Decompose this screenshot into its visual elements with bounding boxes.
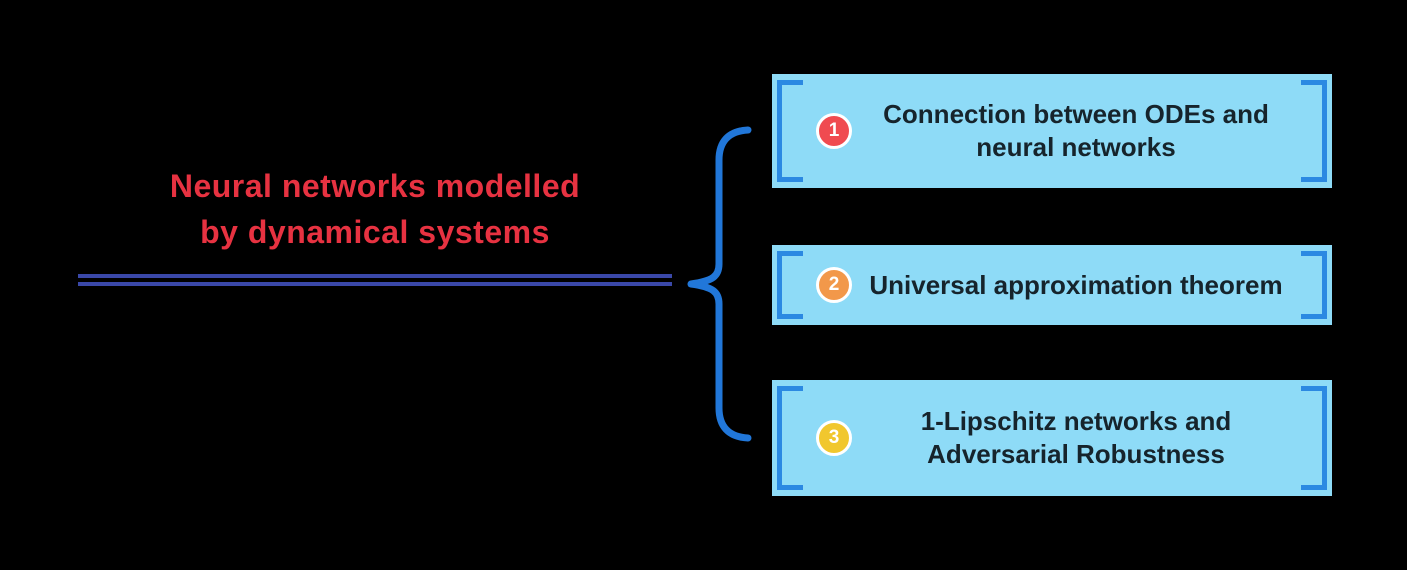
topic-text-3: 1-Lipschitz networks and Adversarial Rob… (921, 405, 1232, 471)
topic-text-2: Universal approximation theorem (869, 269, 1282, 302)
item-number-badge-3: 3 (816, 420, 852, 456)
page-title: Neural networks modelled by dynamical sy… (75, 163, 675, 255)
topic-text-1-line-1: Connection between ODEs and (883, 99, 1269, 129)
topic-text-3-line-1: 1-Lipschitz networks and (920, 406, 1232, 436)
left-bracket (777, 251, 803, 319)
topic-box-lipschitz-robustness: 3 1-Lipschitz networks and Adversarial R… (772, 380, 1332, 496)
curly-brace-icon (687, 126, 752, 442)
topic-text-1: Connection between ODEs and neural netwo… (883, 98, 1269, 164)
item-number-badge-1: 1 (816, 113, 852, 149)
left-bracket (777, 80, 803, 182)
title-line-2: by dynamical systems (200, 214, 550, 250)
title-line-1: Neural networks modelled (169, 168, 581, 204)
double-underline (78, 274, 672, 286)
topic-text-2-line-1: Universal approximation theorem (869, 269, 1283, 300)
left-bracket (777, 386, 803, 490)
divider-bar-bottom (78, 282, 672, 286)
topic-box-connection-odes: 1 Connection between ODEs and neural net… (772, 74, 1332, 188)
topic-box-universal-approximation: 2 Universal approximation theorem (772, 245, 1332, 325)
right-bracket (1301, 386, 1327, 490)
topic-text-1-line-2: neural networks (976, 132, 1176, 162)
right-bracket (1301, 80, 1327, 182)
item-number-badge-2: 2 (816, 267, 852, 303)
curly-brace-path (687, 126, 752, 442)
right-bracket (1301, 251, 1327, 319)
topic-text-3-line-2: Adversarial Robustness (927, 439, 1225, 469)
divider-bar-top (78, 274, 672, 278)
